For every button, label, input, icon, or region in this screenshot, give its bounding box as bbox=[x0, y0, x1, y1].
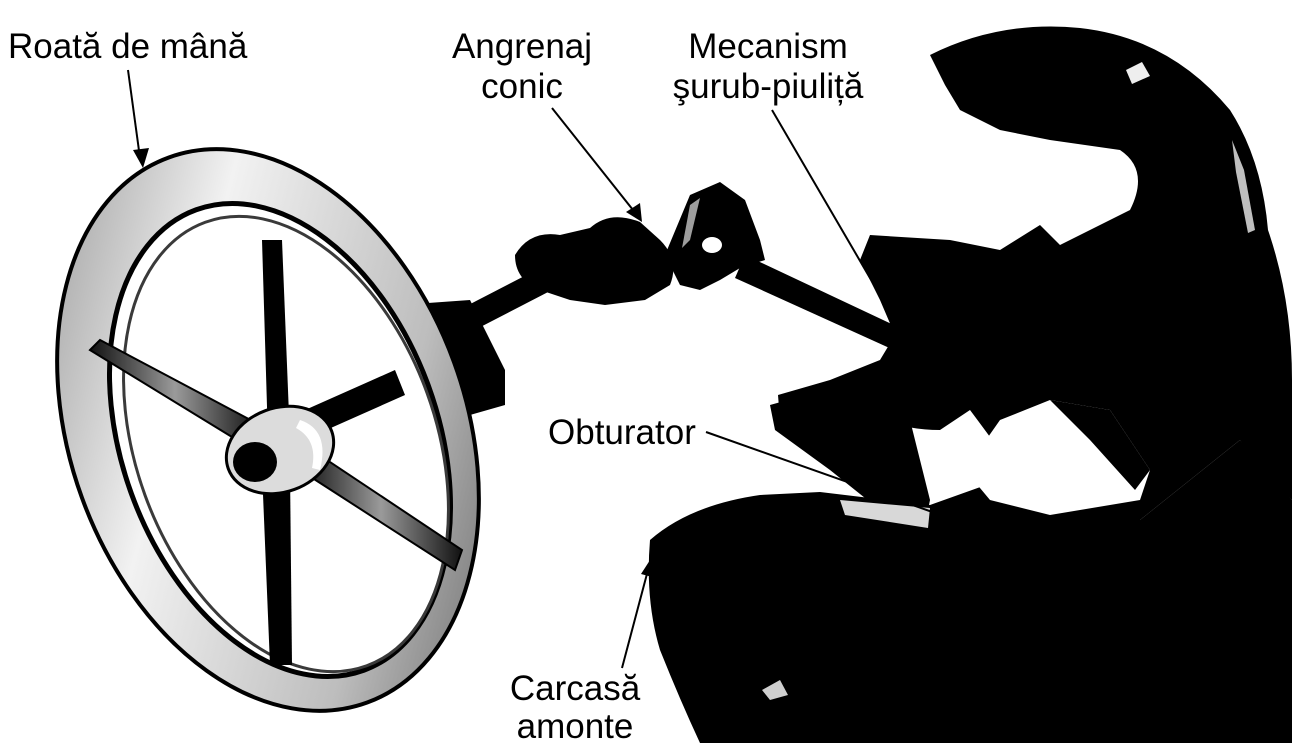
label-upstream-housing-line2: amonte bbox=[517, 707, 634, 743]
leader-upstream-housing bbox=[622, 570, 648, 668]
label-handwheel: Roată de mână bbox=[8, 27, 248, 66]
label-screw-nut-line1: Mecanism bbox=[688, 27, 847, 66]
hub-bore bbox=[233, 442, 277, 482]
leader-bevel-gear bbox=[552, 108, 637, 215]
label-upstream-housing-line1: Carcasă bbox=[510, 669, 641, 708]
handwheel bbox=[0, 90, 553, 743]
gear-bracket-hole bbox=[702, 237, 722, 253]
label-obturator: Obturator bbox=[548, 413, 696, 452]
label-screw-nut-line2: şurub-piuliță bbox=[673, 67, 864, 106]
arrowhead-handwheel bbox=[133, 148, 149, 168]
leader-handwheel bbox=[128, 70, 140, 158]
valve-body bbox=[649, 27, 1292, 743]
label-bevel-gear-line1: Angrenaj bbox=[452, 27, 592, 66]
label-bevel-gear-line2: conic bbox=[481, 67, 563, 106]
lower-housing-shape bbox=[649, 440, 1292, 743]
